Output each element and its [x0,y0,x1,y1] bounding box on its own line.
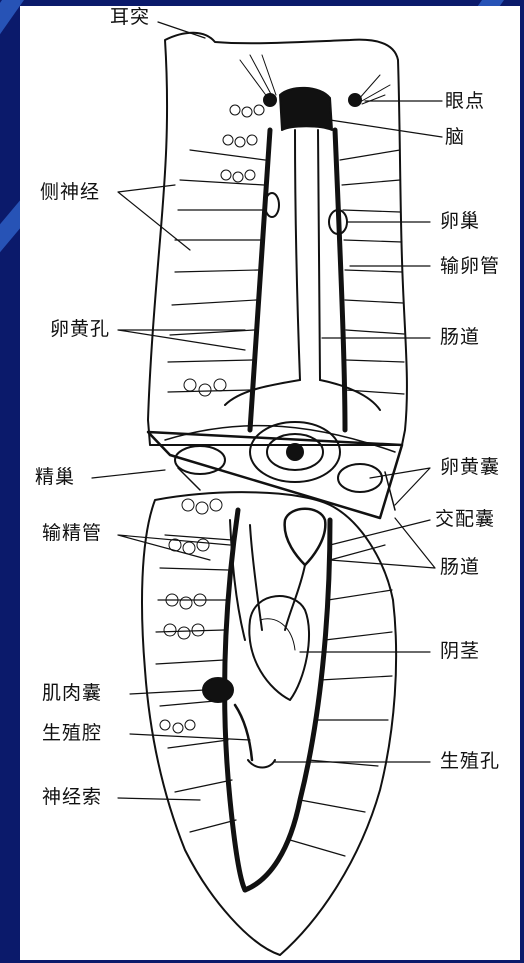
label-nerve-cord: 神经索 [42,788,102,807]
label-intestine-top: 肠道 [440,328,480,347]
label-brain: 脑 [445,128,465,147]
copulatory-sac [285,509,326,565]
brain [280,88,332,130]
label-muscle-sac: 肌肉囊 [42,684,102,703]
label-ovary: 卵巢 [440,212,480,231]
label-lateral-nerve: 侧神经 [40,183,100,202]
label-genital-pore: 生殖孔 [440,752,500,771]
label-yolk-gland: 卵黄囊 [440,458,500,477]
label-vas-deferens: 输精管 [42,524,102,543]
intestine-column [295,130,320,380]
label-genital-atrium: 生殖腔 [42,724,102,743]
muscle-sac [203,678,233,702]
label-copulatory-sac: 交配囊 [435,510,495,529]
label-oviduct: 输卵管 [440,257,500,276]
penis-bulb [249,596,309,700]
label-yolk-pore: 卵黄孔 [50,320,110,339]
label-penis: 阴茎 [440,642,480,661]
label-testis: 精巢 [35,468,75,487]
label-eyespot: 眼点 [445,92,485,111]
label-ear: 耳突 [110,8,150,27]
genital-atrium [235,705,252,760]
lateral-nerves [168,150,404,394]
nerve-cord-left [250,130,270,430]
label-intestine-bottom: 肠道 [440,558,480,577]
